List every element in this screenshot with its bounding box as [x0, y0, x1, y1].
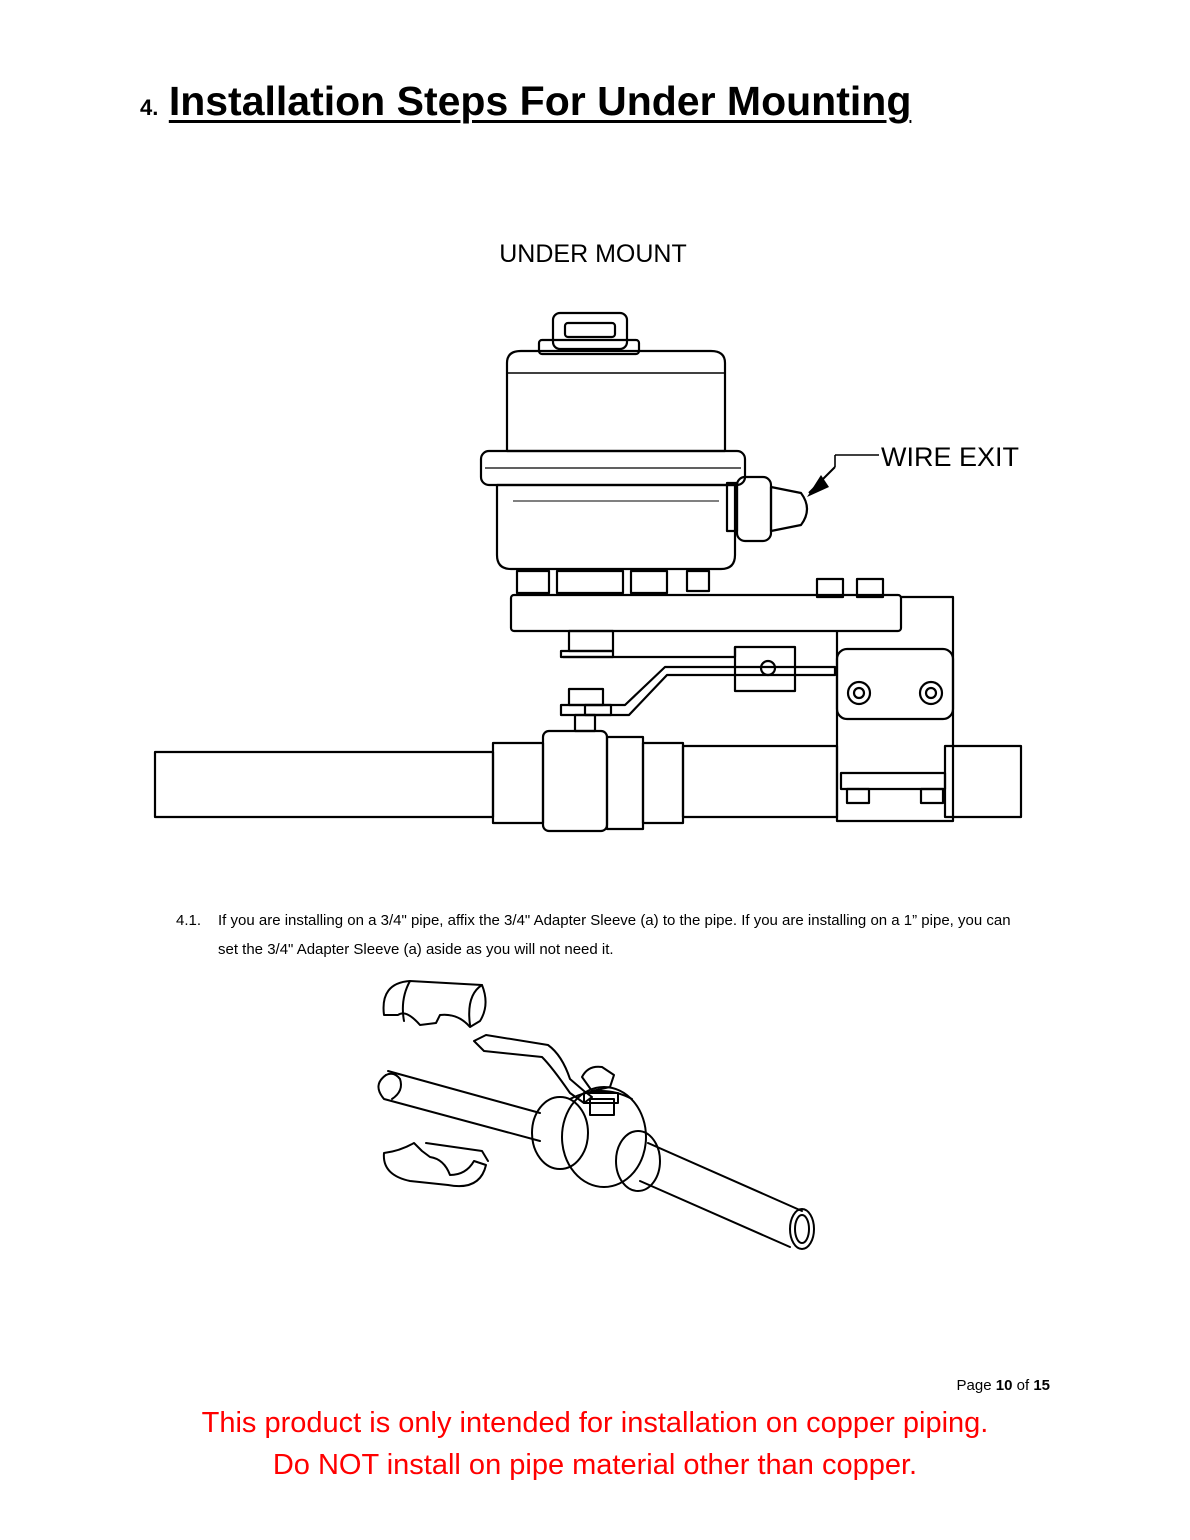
warning-line-2: Do NOT install on pipe material other th… [272, 1449, 918, 1481]
section-heading: 4. Installation Steps For Under Mounting [140, 78, 911, 125]
page-current: 10 [995, 1377, 1013, 1394]
section-number: 4. [140, 95, 159, 120]
copper-warning: This product is only intended for instal… [0, 1402, 1190, 1486]
under-mount-diagram: UNDER MOUNT WIRE EXIT [153, 240, 1023, 833]
page-total: 15 [1033, 1377, 1050, 1394]
adapter-sleeve-diagram [377, 980, 815, 1250]
page-word: Page [956, 1377, 992, 1394]
section-title: Installation Steps For Under Mounting [168, 78, 912, 124]
of-word: of [1016, 1377, 1030, 1394]
step-text: If you are installing on a 3/4" pipe, af… [218, 912, 1011, 958]
warning-line-1: This product is only intended for instal… [201, 1407, 989, 1439]
under-mount-caption: UNDER MOUNT [499, 240, 687, 268]
step-4-1: 4.1. If you are installing on a 3/4" pip… [176, 906, 1026, 964]
step-number: 4.1. [176, 912, 202, 929]
page-number: Page 10 of 15 [957, 1377, 1050, 1394]
wire-exit-label: WIRE EXIT [881, 442, 1019, 472]
